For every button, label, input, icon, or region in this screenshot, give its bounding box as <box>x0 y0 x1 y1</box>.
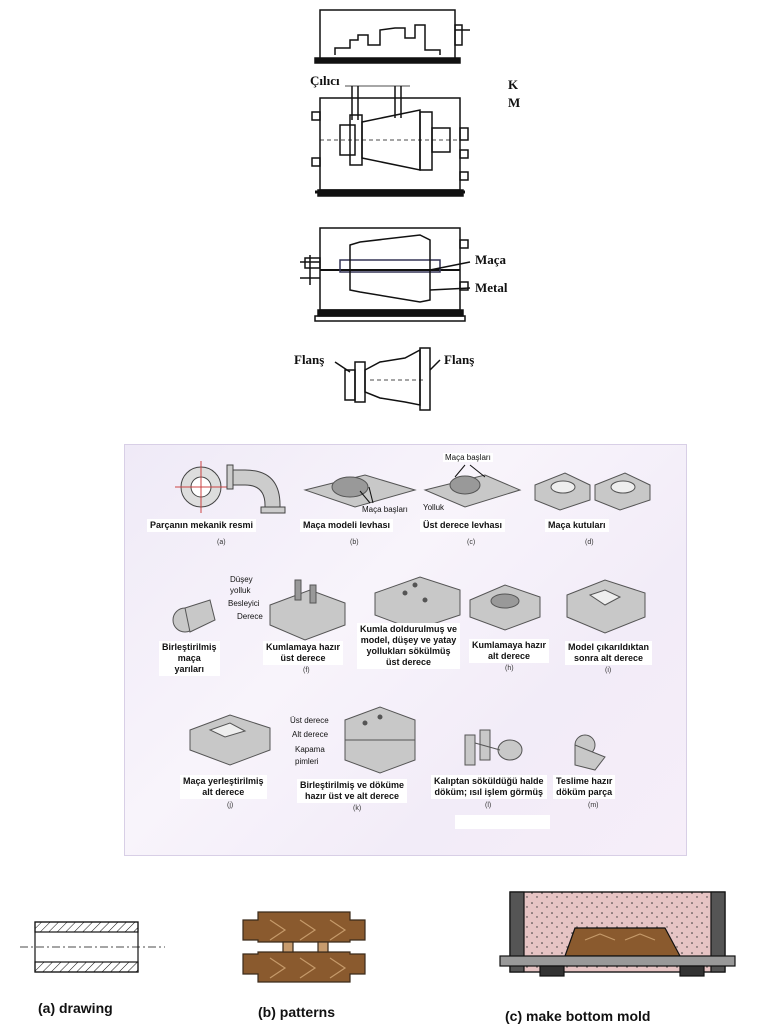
step-i-caption: Model çıkarıldıktan sonra alt derece <box>565 641 653 665</box>
core-label: Maça <box>475 252 507 267</box>
assembled-core-halves-illustration <box>172 599 216 633</box>
mold-with-core <box>300 227 471 322</box>
callout-pins-k: pimleri <box>295 757 319 766</box>
callout-sprue-c: Yolluk <box>423 503 445 512</box>
bottom-caption-patterns: (b) patterns <box>258 1004 335 1020</box>
part-drawing-bottom <box>20 921 165 973</box>
sprue-label: Çılıcı <box>310 73 340 88</box>
cope-ready-illustration <box>269 579 346 641</box>
callout-sprue-f-1: Düşey <box>230 575 253 584</box>
partial-label-k: K <box>508 77 519 92</box>
core-pattern-plate-illustration <box>303 474 417 508</box>
step-g-caption: Kumla doldurulmuş ve model, düşey ve yat… <box>357 623 461 669</box>
step-a-letter: (a) <box>217 539 226 546</box>
callout-riser-f: Besleyici <box>228 599 260 608</box>
step-h-letter: (h) <box>505 665 514 672</box>
callout-flask-f: Derece <box>237 612 263 621</box>
flange-left-label: Flanş <box>294 352 325 367</box>
step-c-caption: Üst derece levhası <box>420 519 506 532</box>
partial-label-m: M <box>508 95 521 110</box>
flange-right-label: Flanş <box>444 352 475 367</box>
process-illustrations <box>172 461 651 774</box>
bottom-pattern-illustrations <box>20 891 736 983</box>
assembled-mold-illustration <box>344 706 416 774</box>
callout-core-prints-c: Maça başları <box>443 453 493 462</box>
step-h-caption: Kumlamaya hazır alt derece <box>469 639 550 663</box>
step-l-letter: (l) <box>485 802 492 809</box>
step-k-letter: (k) <box>353 805 362 812</box>
step-d-letter: (d) <box>585 539 594 546</box>
finished-casting-illustration <box>574 734 606 771</box>
step-m-letter: (m) <box>588 802 599 809</box>
step-m-caption: Teslime hazır döküm parça <box>553 775 616 799</box>
mold-with-sprue <box>311 85 469 197</box>
drag-ready-illustration <box>469 584 541 631</box>
bottom-caption-bottom-mold: (c) make bottom mold <box>505 1008 651 1024</box>
split-pattern-halves <box>242 911 366 983</box>
top-mold-cross-sections <box>300 9 471 411</box>
bottom-mold <box>499 891 736 977</box>
bottom-caption-drawing: (a) drawing <box>38 1000 113 1016</box>
step-e-caption: Birleştirilmiş maça yarıları <box>159 641 220 676</box>
blank-caption-box <box>455 815 550 829</box>
step-b-letter: (b) <box>350 539 359 546</box>
step-j-letter: (j) <box>227 802 234 809</box>
step-d-caption: Maça kutuları <box>545 519 609 532</box>
core-boxes-illustration <box>534 472 651 511</box>
metal-label: Metal <box>475 280 508 295</box>
mold-top-view <box>314 9 470 64</box>
callout-cope-k: Üst derece <box>290 716 329 725</box>
callout-sprue-f-2: yolluk <box>230 586 251 595</box>
cope-plate-illustration <box>423 464 522 508</box>
callout-core-prints-b: Maça başları <box>362 505 408 514</box>
step-a-caption: Parçanın mekanik resmi <box>147 519 257 532</box>
callout-closing-k: Kapama <box>295 745 325 754</box>
step-i-letter: (i) <box>605 667 612 674</box>
step-k-caption: Birleştirilmiş ve döküme hazır üst ve al… <box>297 779 408 803</box>
step-f-letter: (f) <box>303 667 310 674</box>
casting-process-panel: Maça başları Maça başları Yolluk Düşey y… <box>124 444 687 856</box>
cope-filled-illustration <box>374 576 461 631</box>
step-b-caption: Maça modeli levhası <box>300 519 394 532</box>
step-f-caption: Kumlamaya hazır üst derece <box>263 641 344 665</box>
step-l-caption: Kalıptan söküldüğü halde döküm; ısıl işl… <box>431 775 547 799</box>
part-drawing-illustration <box>175 461 286 514</box>
flanged-casting <box>334 347 441 411</box>
step-j-caption: Maça yerleştirilmiş alt derece <box>180 775 267 799</box>
casting-removed-illustration <box>464 729 523 766</box>
drag-with-core-illustration <box>189 714 271 766</box>
drag-after-pattern-illustration <box>566 579 646 634</box>
callout-drag-k: Alt derece <box>292 730 329 739</box>
step-c-letter: (c) <box>467 539 476 546</box>
